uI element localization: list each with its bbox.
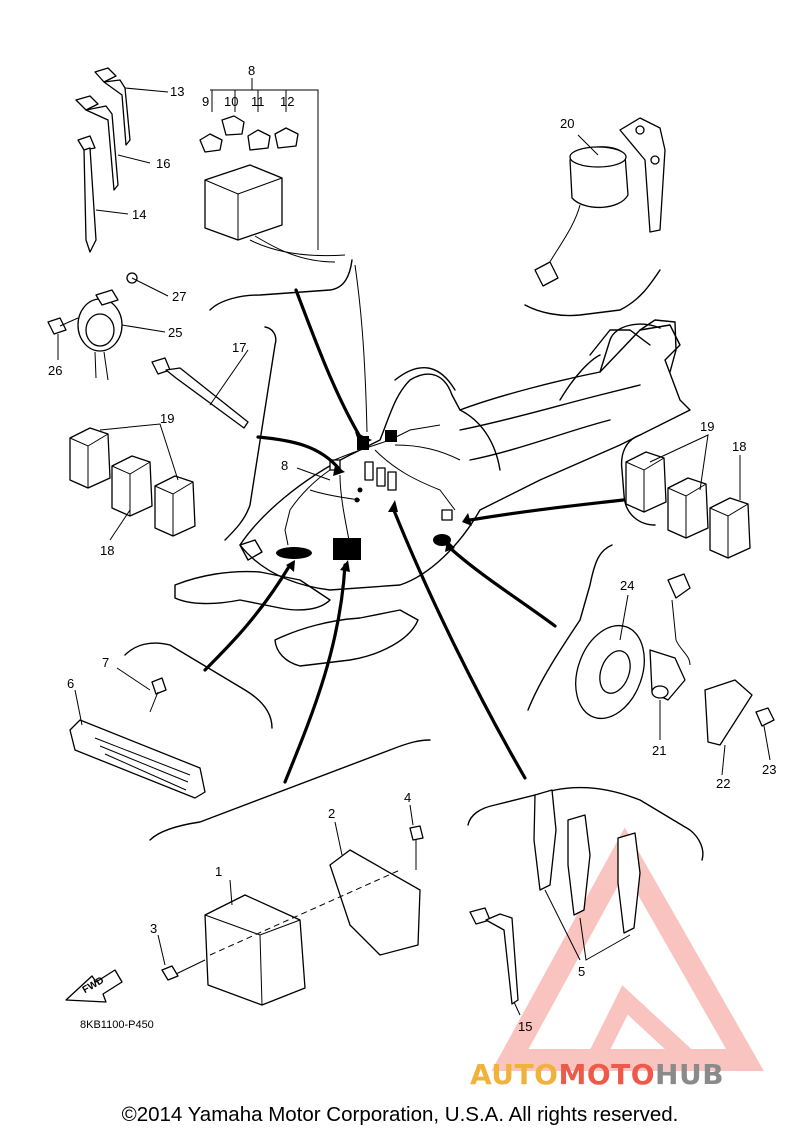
callout-15: 15: [518, 1019, 532, 1034]
horn-assembly: [47, 272, 138, 381]
callout-11: 11: [251, 94, 265, 109]
relays-right: [625, 451, 751, 559]
callout-18-left: 18: [100, 543, 114, 558]
callout-25: 25: [168, 325, 182, 340]
watermark-part-3: HUB: [655, 1058, 725, 1091]
fwd-arrow-icon: [65, 969, 123, 1003]
callout-8-fusebox: 8: [248, 63, 255, 78]
callout-6: 6: [67, 676, 74, 691]
watermark-part-1: AUTO: [470, 1058, 559, 1091]
callout-5: 5: [578, 964, 585, 979]
fuse-box: [199, 78, 346, 263]
callout-19-left: 19: [160, 411, 174, 426]
leader-arrowheads: [286, 432, 472, 572]
callout-7: 7: [102, 655, 109, 670]
callout-leaders: [57, 87, 771, 1016]
callout-4: 4: [404, 790, 411, 805]
callout-10: 10: [224, 94, 238, 109]
cable-tie-17: [151, 357, 249, 429]
callout-21: 21: [652, 743, 666, 758]
callout-12: 12: [280, 94, 294, 109]
callout-3: 3: [150, 921, 157, 936]
watermark-part-2: MOTO: [558, 1058, 656, 1091]
watermark-text: AUTOMOTOHUB: [470, 1058, 724, 1091]
callout-22: 22: [716, 776, 730, 791]
ecu-unit: [161, 825, 424, 1006]
callout-8-harness: 8: [281, 458, 288, 473]
callout-18-right: 18: [732, 439, 746, 454]
callout-13: 13: [170, 84, 184, 99]
rectifier-regulator: [69, 677, 206, 799]
relays-left: [69, 427, 196, 537]
diagram-code: 8KB1100-P450: [80, 1019, 154, 1031]
callout-27: 27: [172, 289, 186, 304]
callout-16: 16: [156, 156, 170, 171]
callout-1: 1: [215, 864, 222, 879]
callout-numbers: 1 2 3 4 5 6 7 8 8 9 10 11 12 13 14 15 16…: [48, 63, 776, 1034]
callout-19-right: 19: [700, 419, 714, 434]
sensor-assembly: [575, 573, 775, 746]
copyright-notice: ©2014 Yamaha Motor Corporation, U.S.A. A…: [121, 1103, 679, 1126]
callout-20: 20: [560, 116, 574, 131]
cable-ties: [75, 67, 131, 253]
callout-24: 24: [620, 578, 634, 593]
ignition-coils: [533, 789, 641, 961]
leader-lines: [203, 264, 625, 784]
callout-9: 9: [202, 94, 209, 109]
cable-tie-15: [469, 907, 519, 1005]
callout-17: 17: [232, 340, 246, 355]
watermark-logo: [491, 827, 764, 1071]
snowmobile-body: [174, 319, 691, 667]
main-switch: [534, 117, 666, 287]
callout-26: 26: [48, 363, 62, 378]
group-borders: [124, 259, 704, 861]
callout-23: 23: [762, 762, 776, 777]
callout-2: 2: [328, 806, 335, 821]
callout-14: 14: [132, 207, 146, 222]
